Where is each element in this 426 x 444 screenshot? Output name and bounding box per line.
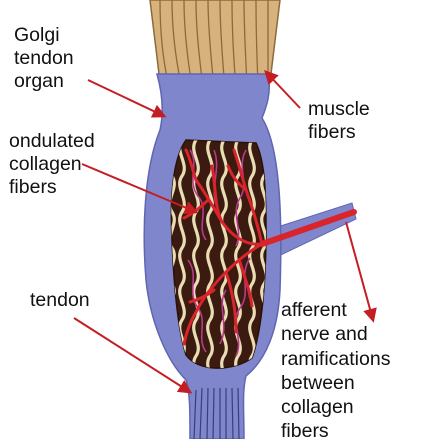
label-golgi-tendon-organ: Golgi tendon organ [14, 24, 74, 92]
tendon-arrow [73, 317, 193, 394]
label-muscle-fibers: muscle fibers [308, 98, 370, 143]
label-arrows [73, 69, 377, 394]
label-afferent-nerve: afferent nerve and ramifications between… [281, 299, 391, 443]
afferent-nerve [182, 148, 357, 346]
nerve-arrow [345, 221, 377, 323]
golgi-arrow [87, 79, 167, 118]
muscle-arrow [264, 69, 301, 109]
label-ondulated-collagen-fibers: ondulated collagen fibers [9, 130, 95, 198]
label-tendon: tendon [30, 289, 90, 311]
ondulated-arrow [81, 163, 199, 215]
